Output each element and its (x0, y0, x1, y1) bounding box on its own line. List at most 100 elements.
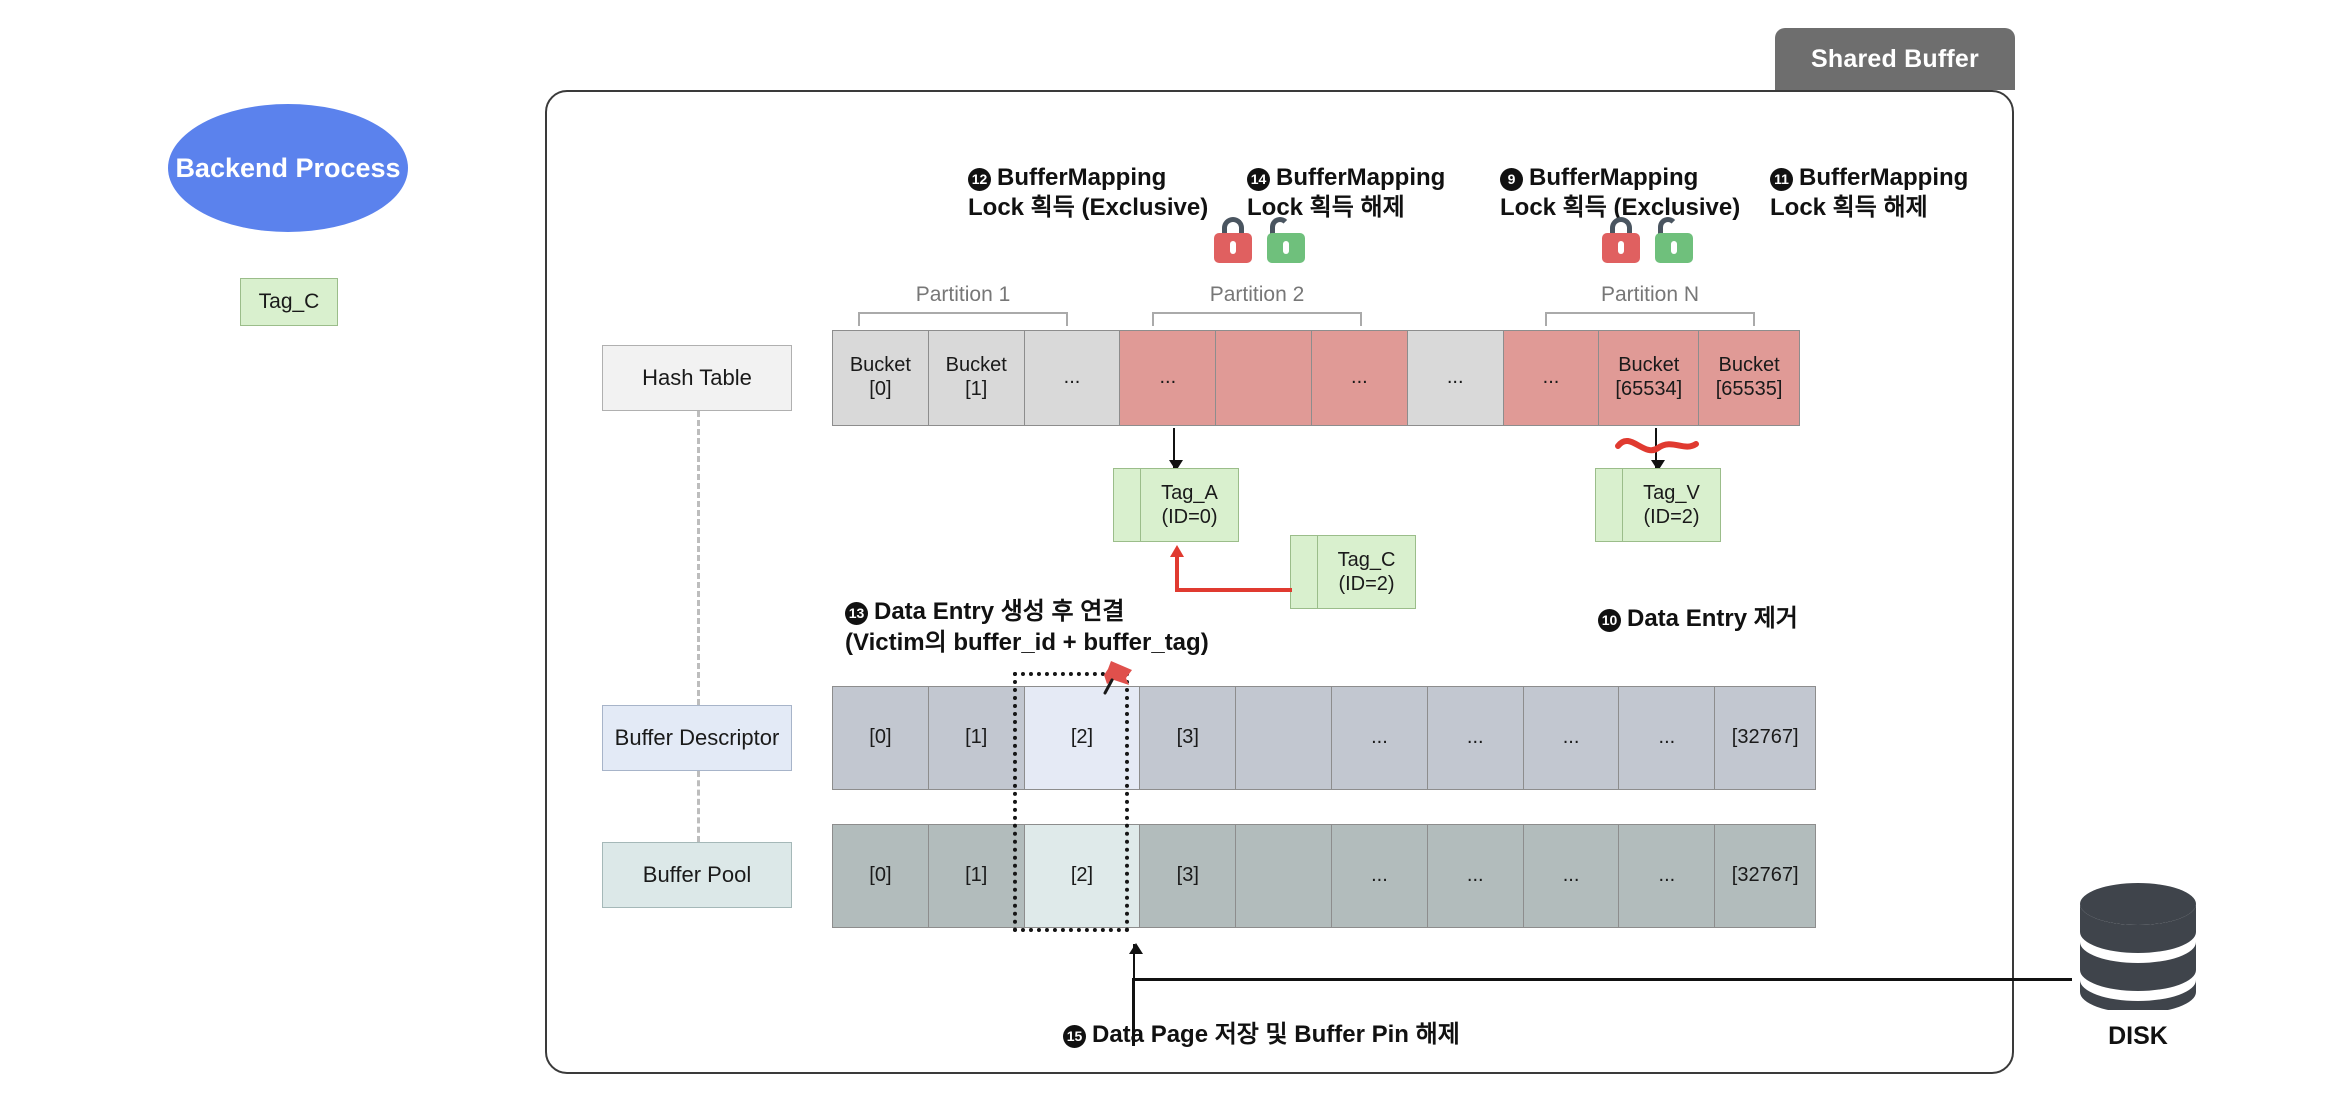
tag-entry-slot (1114, 469, 1141, 541)
disk-connector-vertical (1132, 980, 1135, 1046)
hash-cell-4[interactable] (1216, 331, 1312, 425)
lock-keyhole (1618, 241, 1624, 254)
step-note-15-text: Data Page 저장 및 Buffer Pin 해제 (1092, 1021, 1460, 1049)
bp-cell-0[interactable]: [0] (833, 825, 929, 927)
pushpin-icon (1103, 661, 1132, 695)
buffer-descriptor-row: [0][1][2][3]............[32767] (832, 686, 1816, 790)
lock-shackle (1658, 217, 1679, 237)
lock-note-11-text: BufferMapping Lock 획득 해제 (1770, 163, 1969, 222)
hash-cell-1[interactable]: Bucket [1] (928, 331, 1025, 425)
hash-cell-9[interactable]: Bucket [65535] (1699, 331, 1799, 425)
hash-table-row: Bucket [0]Bucket [1]...............Bucke… (832, 330, 1800, 426)
partition-1-label: Partition 1 (915, 283, 1011, 306)
row-label-buffer-descriptor: Buffer Descriptor (602, 705, 792, 771)
tag-entry-label: Tag_V (ID=2) (1643, 482, 1700, 528)
hash-cell-8[interactable]: Bucket [65534] (1599, 331, 1700, 425)
bd-cell-7[interactable]: ... (1523, 687, 1620, 789)
bp-cell-3[interactable]: [3] (1140, 825, 1237, 927)
row-label-buffer-descriptor-text: Buffer Descriptor (614, 725, 780, 750)
tag-entry-tag-c: Tag_C (ID=2) (1290, 535, 1416, 609)
hash-cell-5[interactable]: ... (1311, 331, 1408, 425)
step-badge-13: 13 (845, 601, 868, 625)
bp-cell-9[interactable]: [32767] (1715, 825, 1816, 927)
row-label-hash-table-text: Hash Table (642, 365, 752, 390)
tag-entry-tag-v: Tag_V (ID=2) (1595, 468, 1721, 542)
descriptor-to-pool-link (697, 771, 700, 842)
lock-body (1214, 233, 1252, 263)
disk-label: DISK (2108, 1022, 2168, 1050)
step-note-13-text: Data Entry 생성 후 연결 (Victim의 buffer_id + … (845, 598, 1209, 657)
shared-buffer-tab-label: Shared Buffer (1811, 44, 1979, 73)
partition-n-label: Partition N (1600, 283, 1700, 306)
bp-cell-4[interactable] (1236, 825, 1333, 927)
bd-cell-1[interactable]: [1] (928, 687, 1025, 789)
lock-body (1655, 233, 1693, 263)
hash-cell-0[interactable]: Bucket [0] (833, 331, 929, 425)
database-icon (2080, 883, 2196, 1010)
tag-entry-slot (1596, 469, 1623, 541)
bd-cell-6[interactable]: ... (1427, 687, 1524, 789)
hash-cell-7[interactable]: ... (1503, 331, 1600, 425)
lock-shackle (1610, 217, 1632, 237)
lock-keyhole (1671, 241, 1677, 254)
hash-cell-6[interactable]: ... (1407, 331, 1504, 425)
step-badge-12: 12 (968, 168, 991, 192)
row-label-buffer-pool: Buffer Pool (602, 842, 792, 908)
step-badge-10: 10 (1598, 608, 1621, 632)
bp-cell-6[interactable]: ... (1427, 825, 1524, 927)
disk-connector-horizontal (1132, 978, 2072, 981)
tag-entry-tag-a: Tag_A (ID=0) (1113, 468, 1239, 542)
lock-body (1602, 233, 1640, 263)
bd-cell-4[interactable] (1236, 687, 1333, 789)
bd-cell-2[interactable]: [2] (1024, 687, 1141, 789)
partition-1-bracket (858, 312, 1068, 326)
lock-keyhole (1230, 241, 1236, 254)
bp-cell-7[interactable]: ... (1523, 825, 1620, 927)
tag-c-to-tag-a-connector (1175, 588, 1292, 592)
backend-process-node: Backend Process (168, 104, 408, 232)
bd-cell-0[interactable]: [0] (833, 687, 929, 789)
tag-c-to-tag-a-arrowhead (1170, 545, 1184, 557)
lock-open-icon-partition-n (1653, 217, 1695, 263)
partition-2-label: Partition 2 (1209, 283, 1305, 306)
bp-cell-1[interactable]: [1] (928, 825, 1025, 927)
arrow-bucket-to-tag-a (1169, 428, 1183, 471)
step-note-10-text: Data Entry 제거 (1627, 605, 1798, 633)
lock-keyhole (1283, 241, 1289, 254)
row-label-buffer-pool-text: Buffer Pool (642, 862, 752, 887)
bd-cell-9[interactable]: [32767] (1715, 687, 1816, 789)
arrow-disk-to-buffer-pool (1129, 943, 1143, 984)
lock-closed-icon-partition-n (1600, 217, 1642, 263)
partition-n-bracket (1545, 312, 1755, 326)
step-badge-9: 9 (1500, 168, 1523, 192)
lock-shackle (1222, 217, 1244, 237)
buffer-pool-row: [0][1][2][3]............[32767] (832, 824, 1816, 928)
bd-cell-5[interactable]: ... (1332, 687, 1428, 789)
hash-table-to-descriptor-link (697, 411, 700, 705)
hash-cell-3[interactable]: ... (1120, 331, 1217, 425)
shared-buffer-tab: Shared Buffer (1775, 28, 2015, 90)
lock-body (1267, 233, 1305, 263)
bp-cell-2[interactable]: [2] (1024, 825, 1141, 927)
bp-cell-5[interactable]: ... (1332, 825, 1428, 927)
tag-entry-label: Tag_C (ID=2) (1337, 549, 1396, 595)
tag-entry-slot (1291, 536, 1318, 608)
bd-cell-3[interactable]: [3] (1140, 687, 1237, 789)
step-badge-11: 11 (1770, 168, 1793, 192)
tag-c-to-tag-a-connector-vertical (1175, 556, 1179, 592)
hash-cell-2[interactable]: ... (1024, 331, 1121, 425)
step-badge-15: 15 (1063, 1024, 1086, 1048)
bd-cell-8[interactable]: ... (1619, 687, 1716, 789)
removal-squiggle-icon (1615, 437, 1699, 454)
backend-tag-label: Tag_C (258, 290, 320, 313)
lock-note-12-text: BufferMapping Lock 획득 (Exclusive) (968, 163, 1209, 222)
bp-cell-8[interactable]: ... (1619, 825, 1716, 927)
